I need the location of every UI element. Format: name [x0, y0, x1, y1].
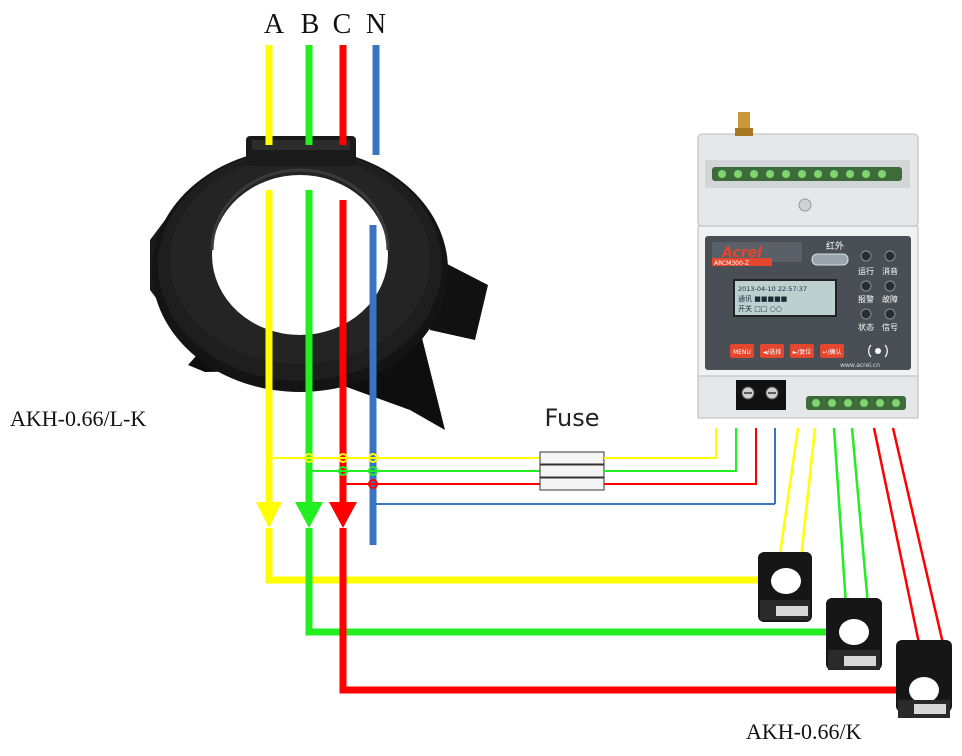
fuse-b [539, 464, 605, 478]
lcd-line-2: 通讯 ■■■■■ [738, 294, 787, 303]
phase-label-c: C [333, 9, 352, 40]
indicator-signal: 信号 [882, 322, 898, 332]
lcd-line-1: 2013-04-10 22:57:37 [738, 285, 807, 293]
small-ct-a [758, 552, 812, 622]
small-ct-c [896, 640, 952, 718]
fuse-group [539, 451, 605, 491]
right-reset-label: ►/复位 [793, 348, 812, 356]
indicator-fault: 故障 [882, 294, 898, 304]
phase-label-n: N [366, 9, 386, 40]
indicator-leds [860, 250, 896, 320]
enter-confirm-button[interactable] [820, 344, 844, 358]
main-ct-label: AKH-0.66/L-K [10, 406, 146, 431]
indicator-status: 状态 [858, 322, 874, 332]
antenna-icon [735, 112, 753, 136]
menu-button[interactable] [730, 344, 754, 358]
left-select-label: ◄/选择 [763, 348, 782, 356]
nfc-icon [868, 344, 888, 358]
indicator-mute: 消音 [882, 266, 898, 276]
device-model: ARCM300-Z [714, 260, 749, 267]
fuse-c [539, 477, 605, 491]
fuse-a [539, 451, 605, 465]
lcd-screen: 2013-04-10 22:57:37 通讯 ■■■■■ 开关 □□ ○○ [733, 279, 837, 317]
bottom-terminal-strip [806, 396, 906, 410]
fuse-label: Fuse [545, 404, 600, 432]
right-reset-button[interactable] [790, 344, 814, 358]
phase-label-b: B [301, 9, 320, 40]
front-buttons [730, 344, 844, 358]
left-select-button[interactable] [760, 344, 784, 358]
phase-label-a: A [264, 9, 285, 40]
top-terminal-strip [712, 167, 902, 181]
monitoring-device: Acrel ARCM300-Z 红外 运行 消音 报警 故障 状态 信号 201… [697, 112, 919, 419]
indicator-alarm: 报警 [858, 294, 874, 304]
menu-button-label: MENU [733, 349, 751, 356]
website-label: www.acrel.cn [840, 362, 880, 369]
small-ct-label: AKH-0.66/K [746, 719, 862, 744]
small-ct-b [826, 598, 882, 670]
ir-label: 红外 [826, 240, 844, 252]
ir-window [811, 253, 849, 266]
brand-logo: Acrel [721, 245, 762, 261]
enter-confirm-label: ↵/确认 [822, 348, 841, 356]
main-ct-transformer [150, 136, 488, 430]
power-terminal-block [736, 380, 786, 410]
indicator-run: 运行 [858, 266, 874, 276]
lcd-line-3: 开关 □□ ○○ [738, 304, 782, 313]
